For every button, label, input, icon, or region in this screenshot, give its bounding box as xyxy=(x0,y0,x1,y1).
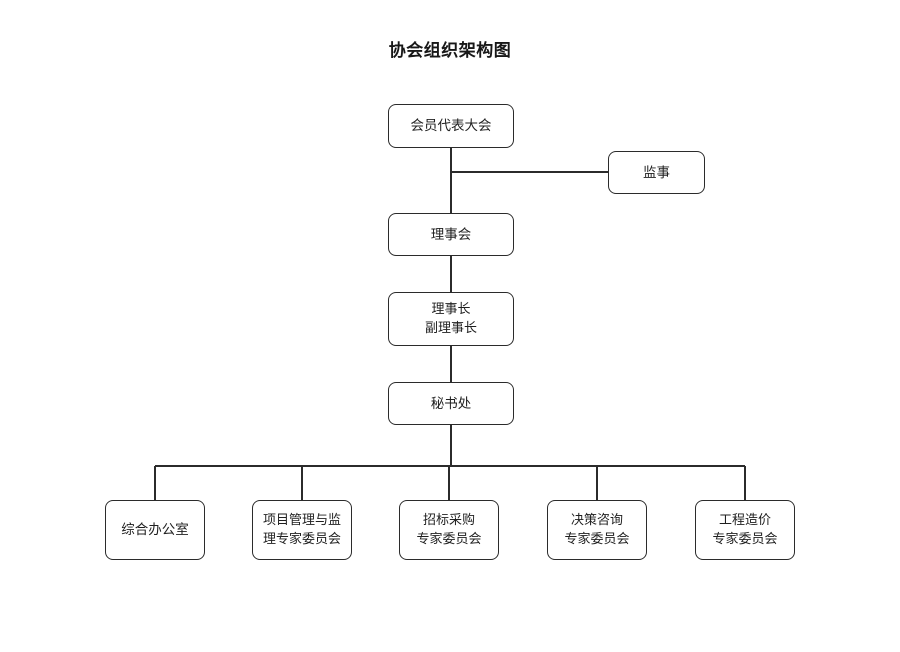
node-bidding-procurement-committee[interactable]: 招标采购 专家委员会 xyxy=(399,500,499,560)
node-secretariat[interactable]: 秘书处 xyxy=(388,382,514,425)
node-engineering-cost-committee[interactable]: 工程造价 专家委员会 xyxy=(695,500,795,560)
node-council[interactable]: 理事会 xyxy=(388,213,514,256)
node-project-management-committee[interactable]: 项目管理与监 理专家委员会 xyxy=(252,500,352,560)
node-supervisor[interactable]: 监事 xyxy=(608,151,705,194)
page-title: 协会组织架构图 xyxy=(388,41,512,60)
node-general-office[interactable]: 综合办公室 xyxy=(105,500,205,560)
node-decision-consulting-committee[interactable]: 决策咨询 专家委员会 xyxy=(547,500,647,560)
node-chairman[interactable]: 理事长 副理事长 xyxy=(388,292,514,346)
node-assembly[interactable]: 会员代表大会 xyxy=(388,104,514,148)
